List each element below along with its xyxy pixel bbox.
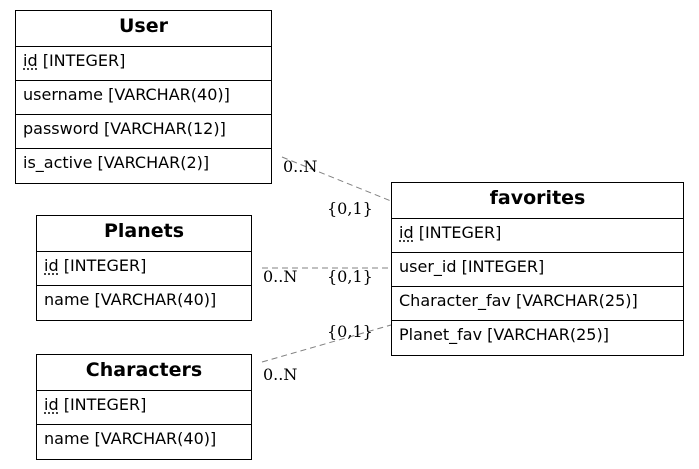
- field-type: [INTEGER]: [413, 223, 502, 242]
- entity-title: Characters: [37, 355, 251, 391]
- entity-title: Planets: [37, 216, 251, 252]
- field-row: user_id [INTEGER]: [392, 253, 683, 287]
- connector-characters-favorites: [261, 324, 392, 363]
- field-row: name [VARCHAR(40)]: [44, 429, 217, 448]
- field-row: id [INTEGER]: [392, 219, 683, 253]
- cardinality-user-many: 0..N: [283, 157, 317, 176]
- field-type: [INTEGER]: [58, 256, 147, 275]
- entity-title: favorites: [392, 183, 683, 219]
- field-row: id [INTEGER]: [37, 391, 251, 425]
- primary-key-name: id: [23, 51, 38, 70]
- field-row: id [INTEGER]: [16, 47, 271, 81]
- field-type: [INTEGER]: [37, 51, 126, 70]
- entity-favorites[interactable]: favorites id [INTEGER] user_id [INTEGER]…: [391, 182, 684, 356]
- entity-characters[interactable]: Characters id [INTEGER] name [VARCHAR(40…: [36, 354, 252, 460]
- entity-planets[interactable]: Planets id [INTEGER] name [VARCHAR(40)]: [36, 215, 252, 321]
- cardinality-planets-many: 0..N: [263, 267, 297, 286]
- entity-title: User: [16, 11, 271, 47]
- cardinality-planets-favorites-one: {0,1}: [327, 267, 373, 286]
- field-row: Planet_fav [VARCHAR(25)]: [399, 325, 609, 344]
- cardinality-characters-favorites-one: {0,1}: [327, 322, 373, 341]
- field-row: id [INTEGER]: [37, 252, 251, 286]
- primary-key-name: id: [44, 395, 59, 414]
- primary-key-name: id: [399, 223, 414, 242]
- primary-key-name: id: [44, 256, 59, 275]
- field-type: [INTEGER]: [58, 395, 147, 414]
- entity-user[interactable]: User id [INTEGER] username [VARCHAR(40)]…: [15, 10, 272, 184]
- cardinality-user-favorites-one: {0,1}: [327, 199, 373, 218]
- field-row: username [VARCHAR(40)]: [16, 81, 271, 115]
- field-row: is_active [VARCHAR(2)]: [23, 153, 210, 172]
- field-row: name [VARCHAR(40)]: [44, 290, 217, 309]
- cardinality-characters-many: 0..N: [263, 365, 297, 384]
- field-row: password [VARCHAR(12)]: [16, 115, 271, 149]
- field-row: Character_fav [VARCHAR(25)]: [392, 287, 683, 321]
